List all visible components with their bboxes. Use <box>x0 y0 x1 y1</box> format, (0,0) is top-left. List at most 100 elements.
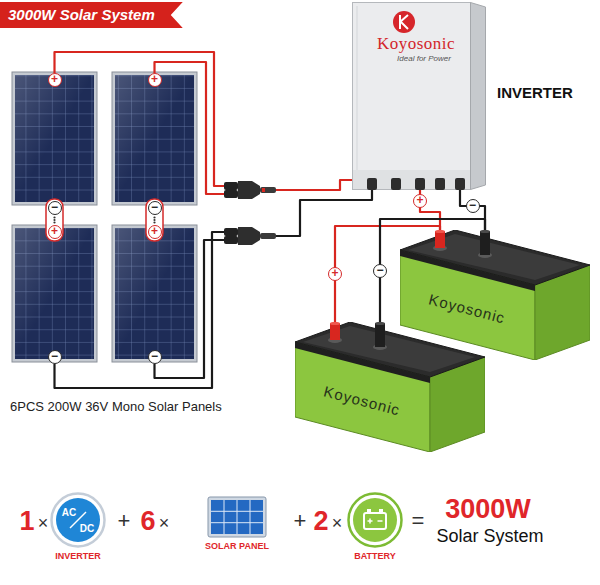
acdc-icon <box>50 492 106 548</box>
ellipse-part <box>330 322 340 325</box>
battery-box: Koyosonic <box>400 230 590 360</box>
quantity-number: 1 <box>19 506 34 537</box>
rect-part <box>224 228 238 236</box>
solar-panel <box>12 225 97 362</box>
rect-part <box>353 3 471 190</box>
rect-part <box>375 323 385 347</box>
rect-part <box>112 225 197 362</box>
path-part <box>55 52 225 186</box>
path-part <box>400 15 408 29</box>
system-name: Solar System <box>436 526 543 547</box>
rect-part <box>211 500 263 534</box>
polygon-part <box>295 342 430 383</box>
solar-panel-icon-box: SOLAR PANEL <box>204 496 270 551</box>
path-part <box>155 240 225 378</box>
path-part <box>211 500 263 534</box>
rect-part <box>330 323 340 340</box>
battery-icon <box>347 492 403 548</box>
panel-terminal: + <box>48 73 62 87</box>
battery-body <box>400 230 590 360</box>
quantity-number: 6 <box>140 506 155 537</box>
solar-panel-icon-box-graphic <box>207 496 267 538</box>
rect-part <box>146 199 163 241</box>
equals-sign: = <box>412 508 425 534</box>
rect-part <box>224 190 238 198</box>
inverter-label: INVERTER <box>497 84 573 101</box>
path-part <box>55 232 225 388</box>
battery-body <box>295 322 485 452</box>
ellipse-part <box>375 322 385 325</box>
path-part <box>368 519 383 524</box>
rect-part <box>15 75 94 202</box>
line-part <box>357 6 358 170</box>
panel-terminal: − <box>48 350 62 364</box>
rect-part <box>435 231 445 248</box>
brand-name: Koyosonic <box>377 34 455 54</box>
battery-box: Koyosonic <box>295 322 485 452</box>
ac-text: AC <box>62 507 76 518</box>
rect-part <box>115 75 194 202</box>
rect-part <box>112 72 197 205</box>
ellipse-part <box>480 230 490 233</box>
rect-part <box>260 187 276 193</box>
battery-cable <box>460 190 485 230</box>
circle-part <box>393 11 415 33</box>
circle-part <box>53 221 55 223</box>
rect-part <box>379 509 383 513</box>
rect-part <box>208 497 266 537</box>
circle-part <box>153 221 155 223</box>
plus-sign: + <box>118 508 131 534</box>
path-part <box>276 190 372 236</box>
title-text: 3000W Solar System <box>8 2 155 28</box>
circle-part <box>353 498 397 542</box>
polygon-part <box>400 250 535 291</box>
rect-part <box>224 182 238 190</box>
rect-part <box>260 233 276 239</box>
plus-sign: + <box>294 508 307 534</box>
polygon-part <box>303 326 475 372</box>
panel-terminal: − <box>148 201 162 215</box>
solar-panel <box>112 72 197 205</box>
rect-part <box>367 178 377 190</box>
circle-part <box>53 216 55 218</box>
rect-part <box>115 228 194 359</box>
rect-part <box>46 199 63 241</box>
path-part <box>276 180 352 190</box>
circle-part <box>53 219 55 221</box>
circle-part <box>349 494 402 547</box>
solar-panel <box>12 72 97 205</box>
title-ribbon: 3000W Solar System <box>0 2 183 28</box>
circle-part <box>153 219 155 221</box>
rect-part <box>115 75 194 202</box>
icon-caption: INVERTER <box>55 551 101 561</box>
times-sign: × <box>332 513 343 534</box>
rect-part <box>115 228 194 359</box>
brand-slogan: Ideal for Power <box>397 54 451 63</box>
rect-part <box>391 178 401 190</box>
series-link <box>46 199 163 241</box>
panel-terminal: + <box>148 225 162 239</box>
icon-caption: SOLAR PANEL <box>205 541 269 551</box>
polarity-mark: − <box>466 199 480 213</box>
rect-part <box>455 178 465 190</box>
rect-part <box>480 231 490 255</box>
rect-part <box>12 225 97 362</box>
panel-terminal: + <box>48 225 62 239</box>
rect-part <box>224 236 238 244</box>
path-part <box>238 181 260 199</box>
circle-part <box>56 498 100 542</box>
rect-part <box>364 513 386 529</box>
rect-part <box>435 178 445 190</box>
circle-part <box>153 216 155 218</box>
icon-caption: BATTERY <box>354 551 396 561</box>
quantity-number: 2 <box>313 506 328 537</box>
rect-part <box>353 170 470 189</box>
mc4-connector <box>224 181 276 245</box>
inverter-icon: ACDCINVERTER <box>50 492 106 561</box>
polygon-part <box>471 3 486 190</box>
inverter-housing <box>352 2 486 190</box>
path-part <box>238 227 260 245</box>
rect-part <box>15 228 94 359</box>
circle-part <box>52 494 105 547</box>
